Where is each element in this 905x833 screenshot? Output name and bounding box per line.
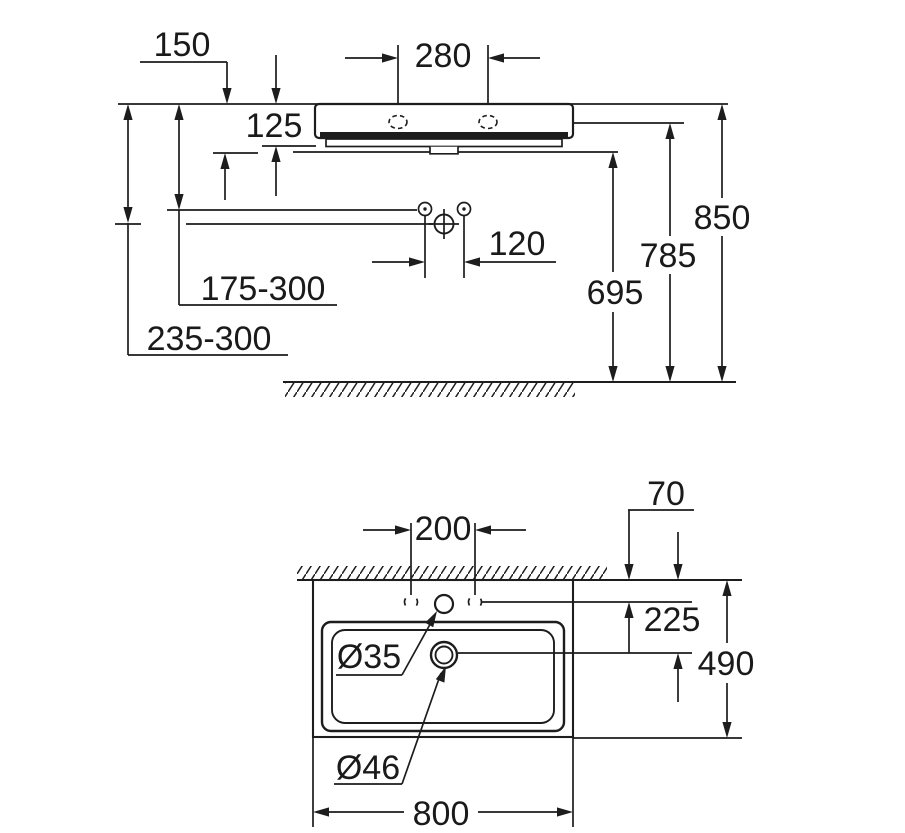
- waste-hole-leader: [334, 672, 442, 785]
- basin-under-lip: [325, 138, 563, 148]
- basin-bottom-thick-line: [320, 132, 568, 139]
- floor: [283, 380, 736, 397]
- waste-hole-inner-icon: [434, 645, 454, 665]
- dim-label-175-300: 175-300: [201, 270, 326, 308]
- plan-view: 200 70 225 490 Ø35 Ø46 800: [297, 475, 754, 833]
- supply-connection-detail: [417, 201, 472, 239]
- dim-label-800: 800: [413, 795, 470, 833]
- dim-label-785: 785: [640, 237, 697, 275]
- dim-label-125: 125: [246, 107, 303, 145]
- front-view: 150 280 125 120 175-300 235-300 695 785 …: [115, 26, 750, 397]
- fixing-hole-left-icon: [388, 114, 408, 130]
- bowl-outer: [320, 620, 566, 733]
- tap-hole-leader: [336, 618, 434, 676]
- dim-label-200: 200: [415, 510, 472, 548]
- dim-label-280: 280: [415, 37, 472, 75]
- dim-label-70: 70: [647, 475, 685, 513]
- basin-side-profile: [313, 102, 575, 155]
- dim-label-150: 150: [154, 26, 211, 64]
- bowl-inner: [331, 629, 555, 724]
- dim-label-490: 490: [698, 645, 755, 683]
- wall-hatch: [297, 566, 607, 580]
- fixing-hole-right-icon: [478, 114, 498, 130]
- floor-hatch: [285, 383, 575, 397]
- waste-hole: [429, 640, 459, 670]
- label-waste-hole-diameter: Ø46: [336, 749, 400, 787]
- dim-label-225: 225: [644, 601, 701, 639]
- label-tap-hole-diameter: Ø35: [337, 638, 401, 676]
- tap-hole-center-icon: [433, 593, 455, 615]
- dim-label-235-300: 235-300: [147, 320, 272, 358]
- waste-outlet-crosshair: [429, 209, 459, 239]
- dim-label-695: 695: [587, 274, 644, 312]
- tap-hole-option-left-icon: [403, 594, 419, 610]
- dim-label-120: 120: [489, 225, 546, 263]
- dim-label-850: 850: [694, 199, 751, 237]
- plan-dimension-linework: [312, 509, 742, 827]
- tap-holes: [403, 593, 483, 615]
- tap-hole-option-right-icon: [467, 594, 483, 610]
- waste-stub: [429, 146, 459, 155]
